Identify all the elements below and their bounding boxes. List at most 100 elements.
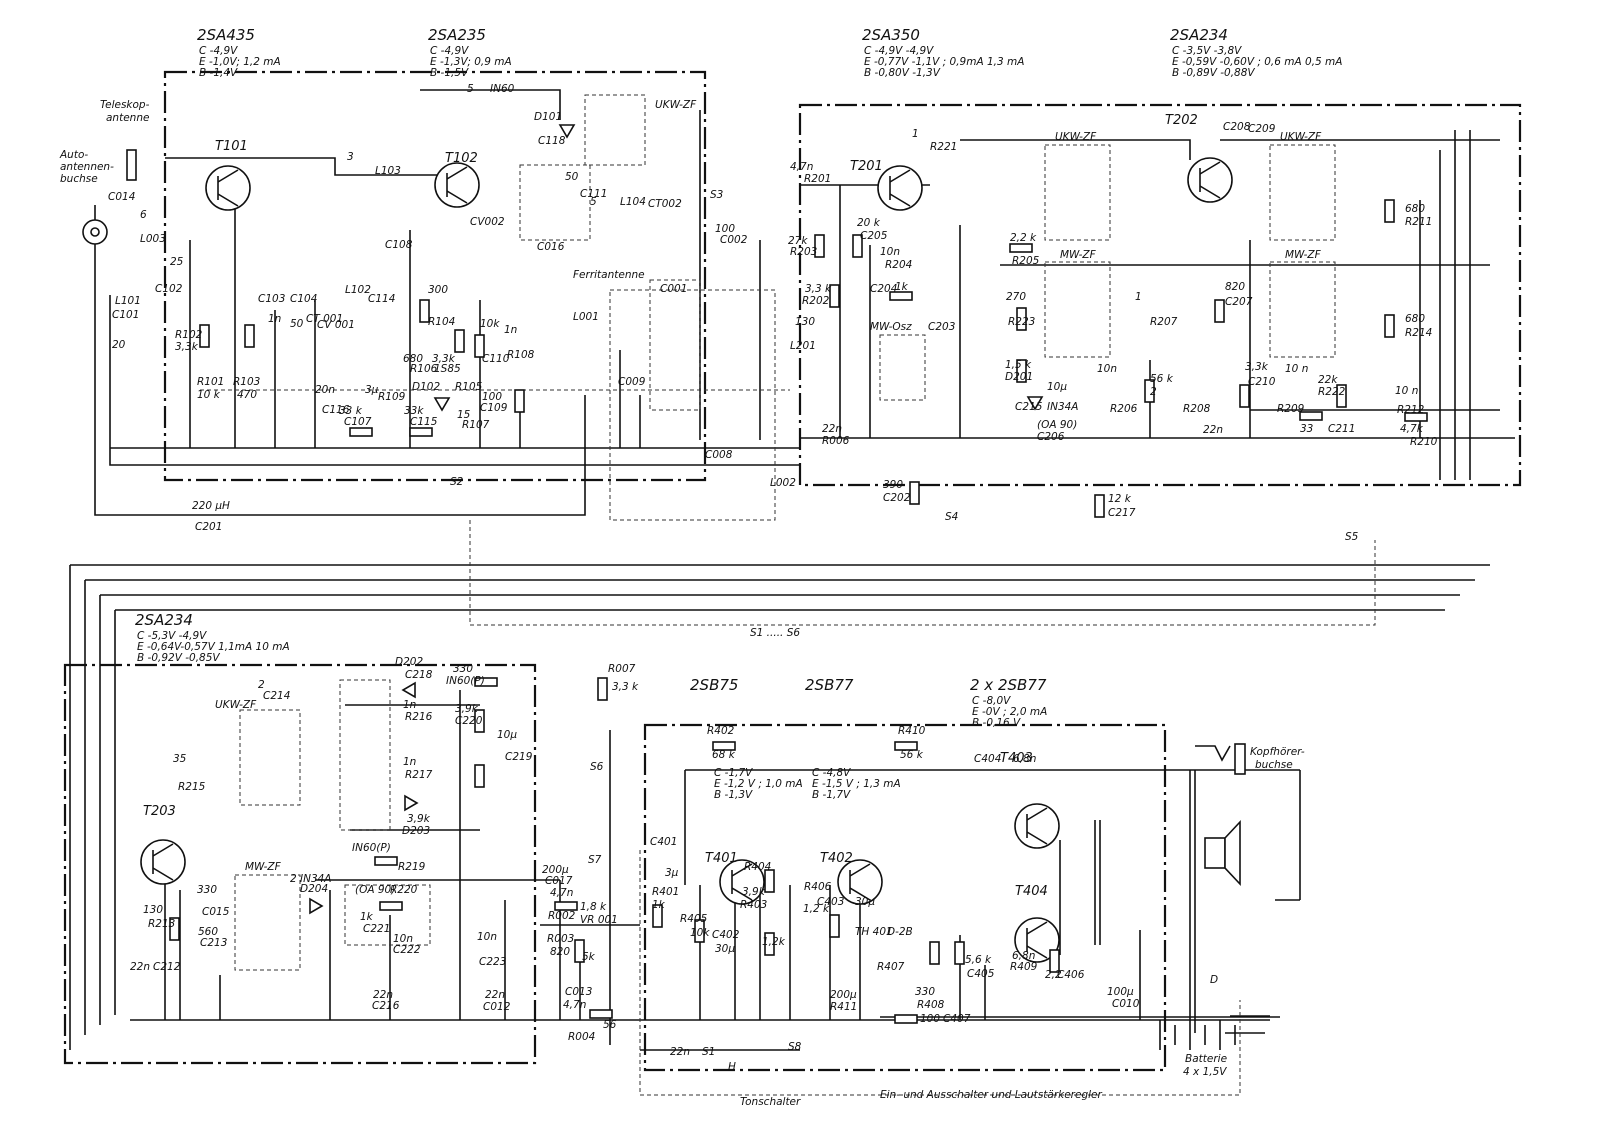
component-label: IN34A [300, 873, 332, 885]
component-label: C101 [112, 309, 139, 321]
component-label: 10μ [497, 729, 517, 741]
component-label: C206 [1037, 431, 1065, 443]
component-label: 1n [403, 699, 416, 711]
diode-d102-icon [433, 397, 451, 412]
bias-line: E -1,5 V ; 1,3 mA [812, 778, 901, 790]
component-label: R221 [930, 141, 957, 153]
bias-line: B -0,80V -1,3V [864, 67, 941, 79]
transistor-t403 [1014, 803, 1060, 849]
component-label: TH 401 [855, 926, 893, 938]
component-label: R220 [390, 884, 418, 896]
component-label: R002 [548, 910, 576, 922]
note-kopfhoerer-2: buchse [1255, 759, 1293, 771]
block-mwzf-2: MW-ZF [1285, 249, 1322, 261]
block-ukwzf-4: UKW-ZF [215, 699, 257, 711]
note-batterie-1: Batterie [1185, 1053, 1227, 1065]
component-label: R215 [178, 781, 206, 793]
component-label: T101 [215, 139, 248, 154]
component-label: 1,8 k [580, 901, 607, 913]
note-ferrit: Ferritantenne [573, 269, 645, 281]
component-label: 3,9k [455, 703, 479, 715]
component-label: 3,3 k [805, 283, 832, 295]
block-labels: UKW-ZF UKW-ZF UKW-ZF UKW-ZF MW-ZF MW-ZF … [215, 99, 1322, 873]
component-label: T203 [143, 804, 176, 819]
component-label: R101 [197, 376, 224, 388]
bias-line: B -0,16 V [972, 717, 1021, 729]
component-label: R410 [898, 725, 926, 737]
transistor-title: 2SA235 [428, 26, 486, 44]
component-label: C405 [967, 968, 995, 980]
bias-line: E -1,2 V ; 1,0 mA [714, 778, 803, 790]
bias-line: C -5,3V -4,9V [137, 630, 207, 642]
component-label: C108 [385, 239, 413, 251]
transistor-title: 2SA234 [1170, 26, 1228, 44]
speaker-icon [1204, 837, 1226, 869]
note-auto-3: buchse [60, 173, 98, 185]
block-mwosz: MW-Osz [870, 321, 912, 333]
component-label: 1S85 [434, 363, 461, 375]
component-label: C205 [860, 230, 888, 242]
component-label: C207 [1225, 296, 1253, 308]
component-label: R201 [804, 173, 831, 185]
component-label: R210 [1410, 436, 1438, 448]
transistors [140, 157, 1233, 963]
bias-line: E -0,77V -1,1V ; 0,9mA 1,3 mA [864, 56, 1024, 68]
component-label: 10 n [1285, 363, 1308, 375]
component-label: 4,7n [563, 999, 586, 1011]
component-label: R407 [877, 961, 905, 973]
component-label: R403 [740, 899, 767, 911]
component-label: R401 [652, 886, 679, 898]
component-label: 10n [477, 931, 497, 943]
component-label: C401 [650, 836, 677, 848]
component-label: T404 [1015, 884, 1048, 899]
component-label: 10n [393, 933, 413, 945]
component-label: C001 [660, 283, 687, 295]
component-label: 22n [373, 989, 393, 1001]
component-label: C109 [480, 402, 508, 414]
component-label: C201 [195, 521, 222, 533]
component-label: 30μ [855, 896, 875, 908]
component-label: 3,3k [1245, 361, 1269, 373]
component-label: 1 [912, 128, 919, 140]
component-label: R004 [568, 1031, 595, 1043]
component-label: R206 [1110, 403, 1138, 415]
component-label: 56 [603, 1019, 617, 1031]
component-label: 15 [457, 409, 471, 421]
bias-line: C -4,9V [430, 45, 469, 57]
component-label: C204 [870, 283, 897, 295]
component-label: L102 [345, 284, 371, 296]
transistor-title: 2SB75 [690, 676, 738, 694]
component-label: C014 [108, 191, 135, 203]
diode-d202-icon [401, 681, 416, 699]
component-label: 25 [170, 256, 184, 268]
transistor-title: 2SA234 [135, 611, 193, 629]
component-label: 10μ [1047, 381, 1067, 393]
component-label: T201 [850, 159, 883, 174]
component-label: 1n [403, 756, 416, 768]
diode-d201-icon [1026, 396, 1044, 411]
component-label: 35 [173, 753, 187, 765]
transistor-title: 2SB77 [805, 676, 854, 694]
output-transformer-icon [1094, 820, 1101, 945]
component-label: C402 [712, 929, 740, 941]
component-label: L002 [770, 477, 796, 489]
component-label: T401 [705, 851, 738, 866]
component-label: 1n [504, 324, 517, 336]
component-label: S1 [702, 1046, 715, 1058]
component-label: 10k [480, 318, 500, 330]
component-label: C217 [1108, 507, 1136, 519]
component-label: T202 [1165, 113, 1198, 128]
bias-line: E -1,3V; 0,9 mA [430, 56, 512, 68]
component-label: 3 [347, 151, 354, 163]
note-teleskop-2: antenne [106, 112, 149, 124]
component-label: 22n [1203, 424, 1223, 436]
component-label: C016 [537, 241, 565, 253]
component-label: (OA 90) [1037, 419, 1077, 431]
component-label: R409 [1010, 961, 1038, 973]
component-label: C406 [1057, 969, 1085, 981]
component-label: 3μ [665, 867, 679, 879]
component-label: R109 [378, 391, 406, 403]
component-label: C209 [1248, 123, 1276, 135]
